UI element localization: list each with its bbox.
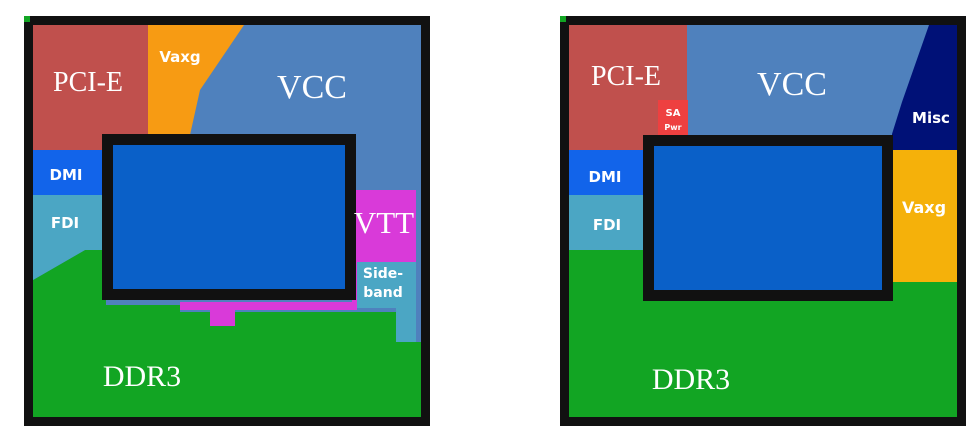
right-dmi-label: DMI: [589, 168, 622, 186]
right-misc-region: [892, 25, 957, 150]
right-vcc-label: VCC: [757, 66, 827, 103]
left-fdi-region: [33, 195, 106, 280]
left-ddr3-region: [33, 250, 421, 417]
right-vaxg-label: Vaxg: [902, 198, 946, 217]
right-pin1-marker: [560, 16, 566, 22]
right-vaxg-region: [892, 150, 957, 282]
left-ddr3-label: DDR3: [103, 360, 181, 393]
left-sideband-label-line2: band: [363, 285, 402, 301]
right-package-diagram: PCI-E VCC SA Pwr Misc DMI FDI Vaxg DDR3: [560, 16, 966, 426]
left-dmi-region: [33, 150, 106, 195]
left-sideband-region: [357, 262, 416, 342]
left-vaxg-label: Vaxg: [159, 48, 200, 66]
left-vtt-label: VTT: [354, 205, 414, 240]
left-pcie-label: PCI-E: [53, 67, 123, 98]
right-die: [654, 146, 882, 290]
left-dmi-label: DMI: [50, 166, 83, 184]
left-package-diagram: PCI-E Vaxg VCC DMI FDI VTT Side- band DD…: [24, 16, 430, 426]
right-ddr3-label: DDR3: [652, 363, 730, 396]
right-sa-pwr-region: [658, 100, 688, 136]
left-vcc-label: VCC: [277, 69, 347, 106]
right-ddr3-region: [569, 250, 957, 417]
right-sa-pwr-label-line2: Pwr: [664, 123, 681, 132]
left-vaxg-region: [148, 25, 244, 135]
right-pcie-label: PCI-E: [591, 61, 661, 92]
right-misc-label: Misc: [912, 109, 950, 127]
right-fdi-label: FDI: [593, 216, 621, 234]
left-sideband-label-line1: Side-: [363, 266, 403, 282]
left-pin1-marker: [24, 16, 30, 22]
right-dmi-region: [569, 150, 652, 195]
right-sa-pwr-label-line1: SA: [666, 108, 681, 119]
left-die: [113, 145, 345, 289]
left-fdi-label: FDI: [51, 214, 79, 232]
right-fdi-region: [569, 195, 652, 250]
left-pcie-region: [33, 25, 148, 150]
